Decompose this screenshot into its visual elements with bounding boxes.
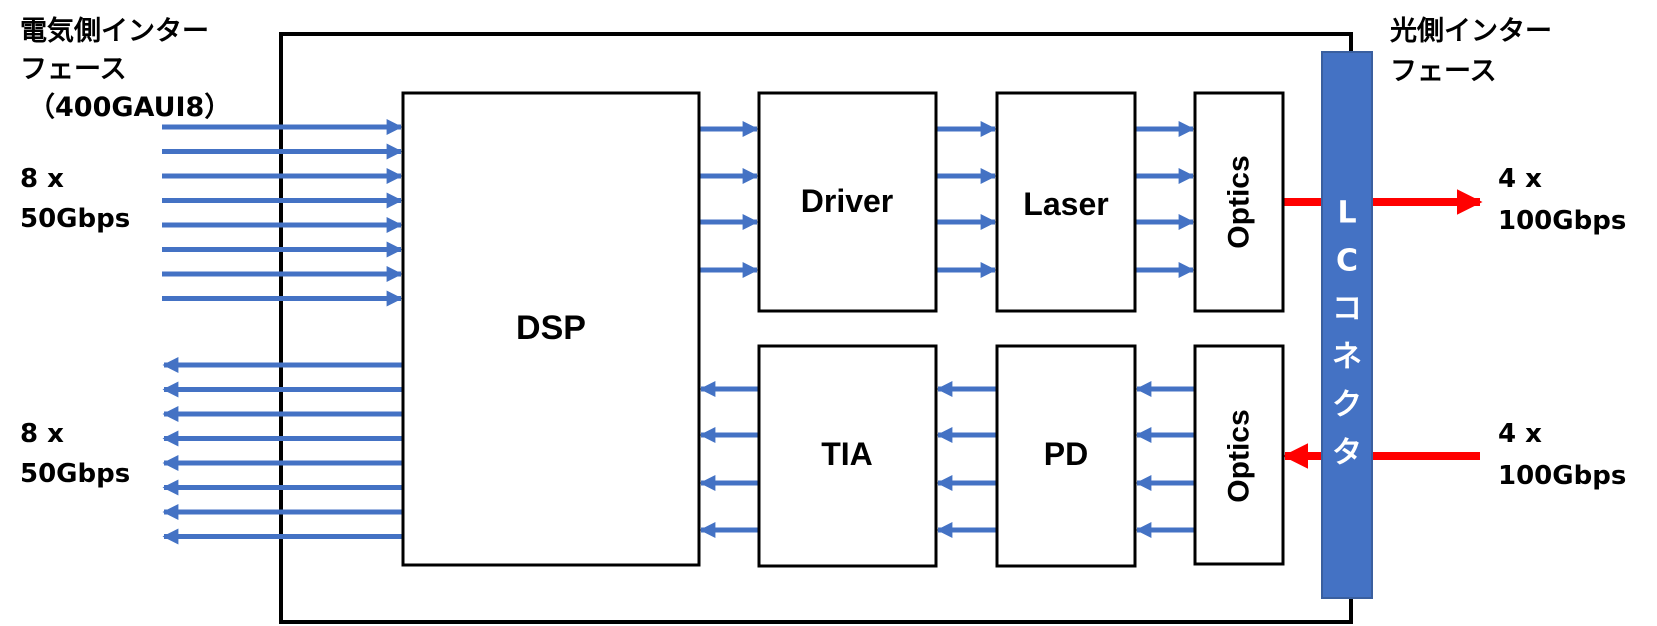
pd-label: PD (1044, 436, 1088, 472)
dsp-label: DSP (516, 309, 586, 347)
electrical-interface-line: 電気側インター (20, 15, 209, 47)
dsp-block (401, 91, 701, 567)
electrical-arrows (162, 118, 1195, 545)
optical-interface-line: 光側インター (1389, 16, 1552, 47)
tx-input-count: 8 x (20, 164, 64, 194)
tx-input-rate-label: 8 x 50Gbps (20, 164, 130, 234)
driver-label: Driver (801, 183, 894, 219)
tia-block (757, 344, 938, 568)
tx-input-rate: 50Gbps (20, 204, 130, 234)
optics-rx-block (1193, 344, 1285, 566)
rx-output-count: 8 x (20, 419, 64, 449)
lc-char: コ (1332, 292, 1362, 327)
lc-char: L (1337, 196, 1356, 231)
lc-char: ネ (1332, 340, 1362, 375)
tx-output-rate-label: 4 x 100Gbps (1498, 164, 1626, 236)
optics-tx-block (1193, 91, 1285, 313)
optical-interface-line: フェース (1390, 56, 1497, 87)
optics-tx-label: Optics (1223, 155, 1256, 248)
rx-input-rate: 100Gbps (1498, 461, 1626, 491)
pd-block (995, 344, 1137, 568)
tx-output-count: 4 x (1498, 164, 1542, 194)
rx-output-rate-label: 8 x 50Gbps (20, 419, 130, 489)
driver-block (757, 91, 938, 313)
tx-output-rate: 100Gbps (1498, 206, 1626, 236)
rx-output-rate: 50Gbps (20, 459, 130, 489)
optical-arrows (1282, 189, 1483, 469)
electrical-interface-line: フェース (20, 54, 127, 85)
laser-label: Laser (1023, 186, 1108, 222)
optics-rx-label: Optics (1223, 409, 1256, 502)
rx-input-count: 4 x (1498, 419, 1542, 449)
laser-block (995, 91, 1137, 313)
electrical-interface-line: （400GAUI8） (28, 92, 231, 123)
electrical-interface-label: 電気側インター フェース （400GAUI8） (20, 15, 231, 123)
lc-char: C (1336, 244, 1358, 279)
lc-char: タ (1332, 436, 1362, 471)
tia-label: TIA (821, 436, 873, 472)
lc-connector (1321, 51, 1373, 599)
lc-connector-label: L C コ ネ ク タ (1332, 196, 1362, 471)
optical-interface-label: 光側インター フェース (1389, 16, 1552, 87)
rx-input-rate-label: 4 x 100Gbps (1498, 419, 1626, 491)
lc-char: ク (1332, 388, 1362, 423)
